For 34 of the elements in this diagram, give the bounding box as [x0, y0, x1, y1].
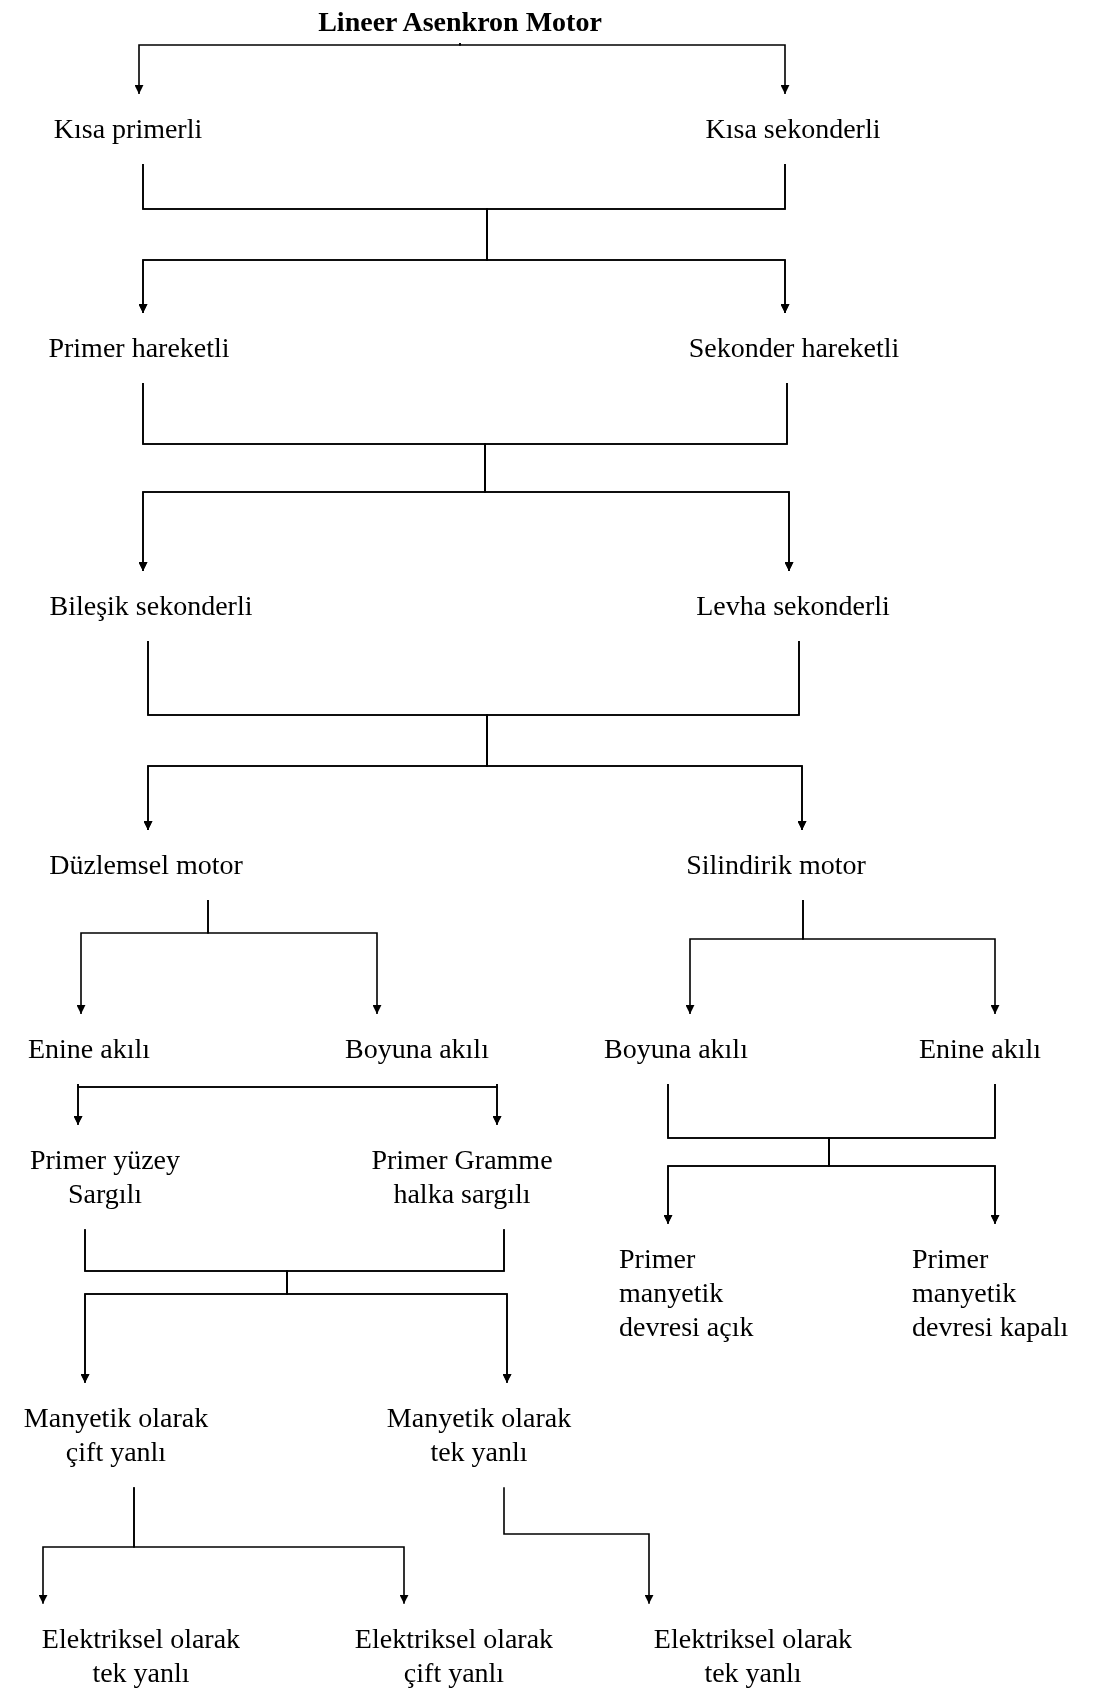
category-label: Silindirik motor	[680, 829, 872, 901]
category-label: Elektriksel olarak çift yanlı	[332, 1603, 576, 1697]
category-label: Enine akılı	[912, 1013, 1048, 1085]
connector-arrow	[503, 1486, 654, 1605]
category-label: Levha sekonderli	[690, 570, 896, 642]
category-label: Kısa sekonderli	[699, 93, 887, 165]
category-label: Sekonder hareketli	[682, 312, 906, 384]
connector-arrow	[459, 42, 790, 95]
title-text: Lineer Asenkron Motor	[312, 0, 608, 44]
category-label: Enine akılı	[21, 1013, 157, 1085]
category-label: Boyuna akılı	[339, 1013, 495, 1085]
category-label: Manyetik olarak çift yanlı	[2, 1382, 230, 1488]
category-label: Boyuna akılı	[598, 1013, 754, 1085]
category-label: Bileşik sekonderli	[43, 570, 259, 642]
category-label: Manyetik olarak tek yanlı	[365, 1382, 593, 1488]
connector-arrow	[484, 382, 794, 572]
category-label: Elektriksel olarak tek yanlı	[19, 1603, 263, 1697]
connector-arrow	[802, 899, 1000, 1015]
category-label: Primer hareketli	[42, 312, 236, 384]
category-label: Kısa primerli	[47, 93, 209, 165]
category-label: Elektriksel olarak tek yanlı	[631, 1603, 875, 1697]
connector-arrow	[286, 1228, 512, 1384]
connector-arrow	[134, 42, 461, 95]
connector-arrow	[492, 1083, 502, 1126]
connector-arrow	[486, 640, 807, 831]
connector-arrow	[828, 1083, 1000, 1225]
connector-arrow	[207, 899, 382, 1015]
category-label: Primer manyetik devresi açık	[613, 1223, 793, 1363]
category-label: Primer manyetik devresi kapalı	[906, 1223, 1102, 1363]
connector-arrow	[133, 1486, 409, 1605]
category-label: Düzlemsel motor	[43, 829, 249, 901]
category-label: Primer Gramme halka sargılı	[348, 1124, 576, 1230]
connector-arrow	[486, 163, 790, 314]
category-label: Primer yüzey Sargılı	[6, 1124, 204, 1230]
